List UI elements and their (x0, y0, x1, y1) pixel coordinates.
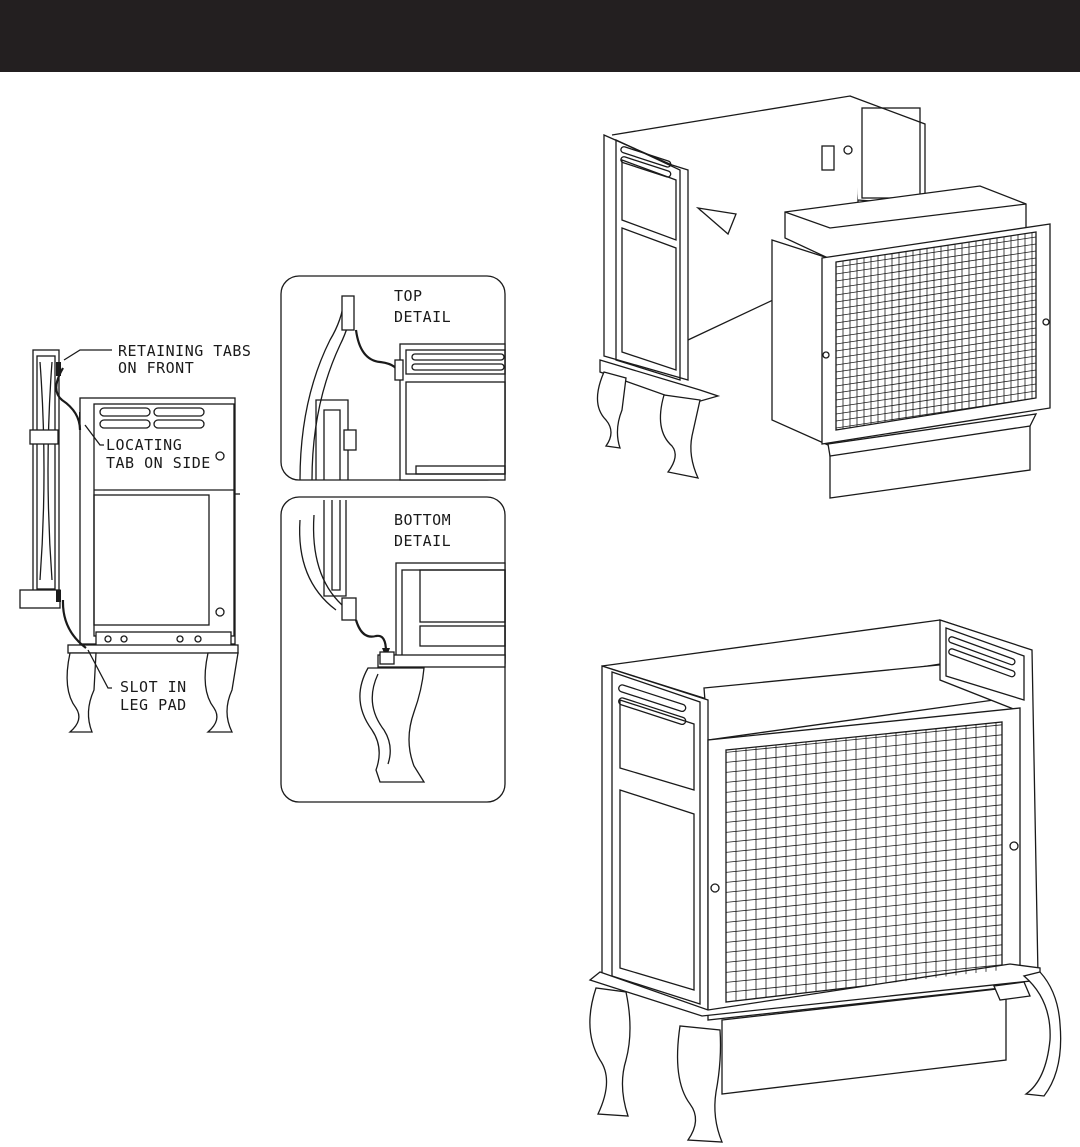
assembled-view-diagram (588, 619, 1062, 1143)
callout-retaining-tabs-line1: RETAINING TABS (118, 342, 251, 360)
callout-retaining-tabs-line2: ON FRONT (118, 359, 194, 377)
callout-locating-tab-line2: TAB ON SIDE (106, 454, 211, 472)
top-detail-label-line1: TOP (394, 287, 423, 305)
top-detail-label-line2: DETAIL (394, 308, 451, 326)
callout-slot-line1: SLOT IN (120, 678, 187, 696)
top-detail-box (280, 275, 506, 481)
bottom-detail-label-line1: BOTTOM (394, 511, 451, 529)
callout-slot-line2: LEG PAD (120, 696, 187, 714)
exploded-view-diagram (596, 95, 1051, 499)
bottom-detail-box (280, 496, 506, 803)
side-view-diagram (19, 349, 240, 733)
callout-locating-tab-line1: LOCATING (106, 436, 182, 454)
assembled-mesh-lines (726, 722, 1002, 1002)
bottom-detail-label-line2: DETAIL (394, 532, 451, 550)
header-bar (0, 0, 1080, 72)
